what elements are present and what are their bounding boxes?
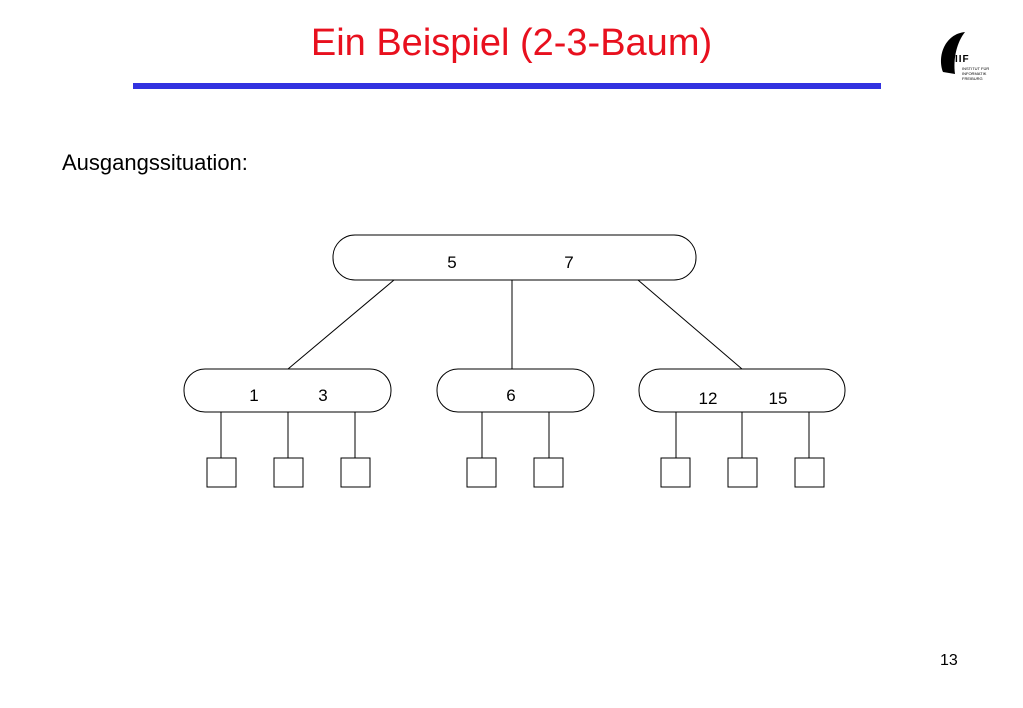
leaf-node <box>206 457 237 488</box>
logo-subtitle-line: INFORMATIK <box>962 71 987 76</box>
leaf-node <box>727 457 758 488</box>
slide-subtitle: Ausgangssituation: <box>62 150 248 175</box>
tree-node-child-2 <box>436 368 595 413</box>
node-key: 12 <box>699 389 718 408</box>
logo-mark-icon <box>941 32 965 74</box>
logo-subtitle-line: INSTITUT FÜR <box>962 66 990 71</box>
node-key: 15 <box>769 389 788 408</box>
logo-subtitle-line: FREIBURG <box>962 76 983 81</box>
logo-subtitle: INSTITUT FÜR INFORMATIK FREIBURG <box>962 66 1002 81</box>
logo-name: IIF <box>955 54 970 65</box>
node-key: 5 <box>447 253 456 272</box>
leaf-node <box>533 457 564 488</box>
tree-node-child-3 <box>638 368 846 413</box>
tree-node-root <box>332 234 697 281</box>
leaf-node <box>340 457 371 488</box>
node-key: 3 <box>318 386 327 405</box>
leaf-node <box>794 457 825 488</box>
title-rule <box>133 83 881 89</box>
tree-node-child-1 <box>183 368 392 413</box>
page-number: 13 <box>940 652 958 669</box>
edge-root-child-3 <box>637 279 743 370</box>
leaf-node <box>466 457 497 488</box>
leaf-node <box>660 457 691 488</box>
node-key: 1 <box>249 386 258 405</box>
node-key: 7 <box>564 253 573 272</box>
leaf-node <box>273 457 304 488</box>
edge-root-child-1 <box>287 279 395 370</box>
slide-title: Ein Beispiel (2-3-Baum) <box>310 22 713 64</box>
node-key: 6 <box>506 386 515 405</box>
